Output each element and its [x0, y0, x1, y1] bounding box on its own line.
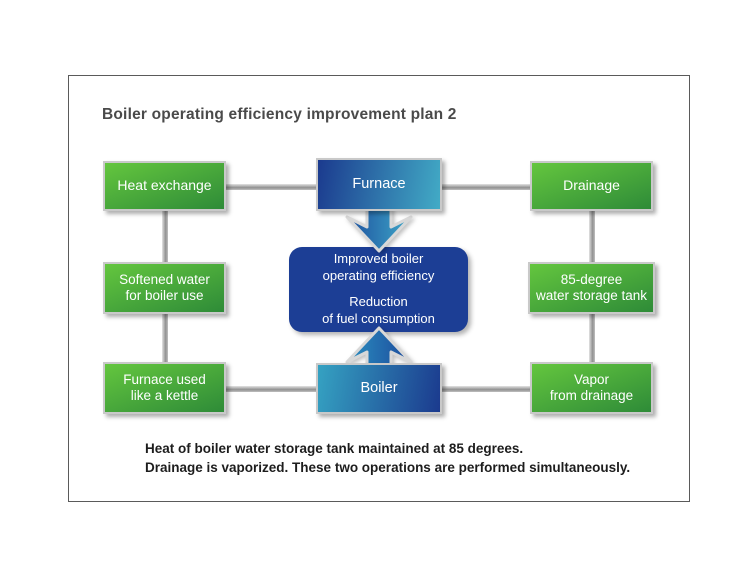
pipe-furnace-drainage: [440, 184, 532, 190]
pipe-softened-kettle: [162, 312, 168, 364]
footnote: Heat of boiler water storage tank mainta…: [145, 440, 630, 478]
pipe-kettle-boiler: [224, 386, 318, 392]
node-water-storage-tank: 85-degree water storage tank: [528, 262, 655, 314]
node-furnace-kettle: Furnace used like a kettle: [103, 362, 226, 414]
result-line: of fuel consumption: [322, 310, 435, 326]
node-furnace: Furnace: [316, 158, 442, 211]
node-label: Boiler: [360, 379, 398, 396]
pipe-drainage-tank: [589, 209, 595, 264]
node-label: for boiler use: [125, 288, 204, 303]
pipe-heat-furnace: [224, 184, 318, 190]
diagram-title: Boiler operating efficiency improvement …: [102, 106, 457, 123]
node-label: from drainage: [549, 388, 634, 403]
node-label: Softened water: [119, 271, 210, 287]
pipe-heat-softened: [162, 209, 168, 264]
node-label: Vapor: [573, 371, 610, 387]
pipe-tank-vapor: [589, 312, 595, 364]
node-label: 85-degree: [560, 271, 623, 287]
node-heat-exchange: Heat exchange: [103, 161, 226, 211]
down-arrow-icon: [345, 207, 413, 253]
node-label: Heat exchange: [117, 177, 212, 194]
node-label: Drainage: [563, 177, 620, 194]
pipe-boiler-vapor: [440, 386, 532, 392]
node-vapor: Vapor from drainage: [530, 362, 653, 414]
footnote-line: Heat of boiler water storage tank mainta…: [145, 441, 524, 456]
footnote-line: Drainage is vaporized. These two operati…: [145, 459, 631, 475]
node-boiler: Boiler: [316, 363, 442, 414]
result-line: Reduction: [349, 294, 408, 309]
result-line: Improved boiler: [333, 251, 424, 267]
node-label: water storage tank: [535, 288, 648, 303]
node-label: Furnace: [352, 175, 406, 192]
node-label: Furnace used: [123, 371, 206, 387]
node-drainage: Drainage: [530, 161, 653, 211]
result-box: Improved boiler operating efficiency Red…: [289, 247, 468, 332]
node-softened-water: Softened water for boiler use: [103, 262, 226, 314]
result-line: operating efficiency: [322, 268, 435, 284]
node-label: like a kettle: [130, 388, 199, 403]
